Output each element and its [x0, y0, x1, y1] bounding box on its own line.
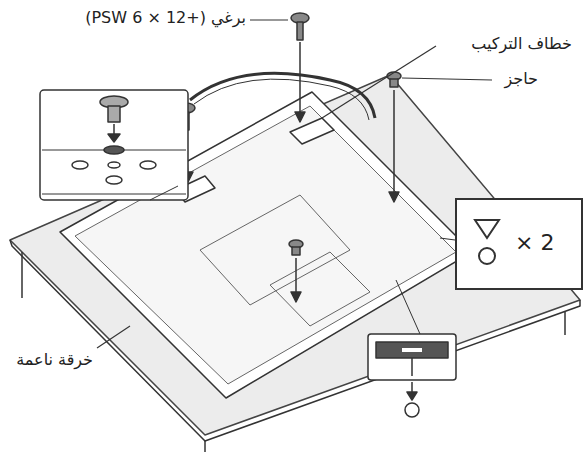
inset-box [368, 334, 456, 380]
tv-panel [270, 252, 370, 326]
tv-panel [200, 195, 350, 305]
cloth-leg [21, 252, 23, 298]
spacer [289, 240, 303, 302]
symbol [469, 214, 509, 274]
soft-cloth [10, 75, 580, 435]
spacer [387, 72, 401, 202]
mounting-hook [190, 73, 375, 118]
cloth-leg [204, 441, 206, 452]
quantity-text: × 2 [515, 230, 554, 256]
part-label: خرقة ناعمة [14, 350, 95, 369]
inset-box [40, 90, 188, 200]
cloth-leg [564, 312, 566, 335]
mounting-hook [194, 79, 369, 120]
part-label: حاجز [503, 69, 540, 88]
hook-plate [290, 118, 334, 144]
callout-box: × 2 [455, 198, 583, 290]
part-label: برغي (+PSW 6 × 12) [83, 8, 248, 27]
part-label: خطاف التركيب [469, 34, 574, 53]
screw [291, 13, 309, 122]
inset-screw [100, 96, 128, 142]
